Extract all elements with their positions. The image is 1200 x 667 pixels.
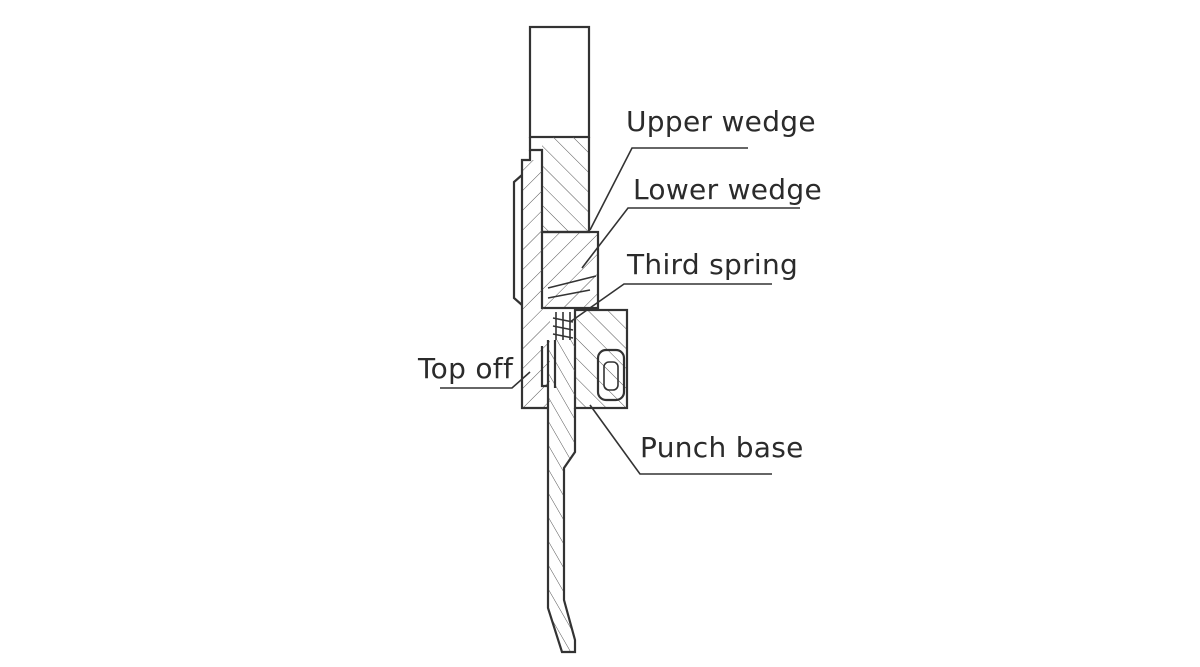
label-lower-wedge: Lower wedge — [633, 173, 822, 206]
leader-top-off — [440, 371, 531, 389]
label-punch-base: Punch base — [640, 431, 804, 464]
leader-third-spring — [569, 283, 772, 323]
leader-punch-base — [589, 404, 772, 475]
leader-lower-wedge — [581, 207, 800, 269]
punch-base-part — [573, 308, 629, 410]
third-spring-part — [552, 312, 574, 340]
lower-wedge-part — [540, 230, 600, 310]
label-upper-wedge: Upper wedge — [626, 105, 816, 138]
punch-blade — [540, 340, 577, 654]
leader-lines — [440, 147, 800, 475]
top-shank — [528, 25, 591, 139]
label-third-spring: Third spring — [626, 248, 798, 281]
leader-upper-wedge — [589, 147, 748, 231]
label-top-off: Top off — [417, 352, 514, 385]
